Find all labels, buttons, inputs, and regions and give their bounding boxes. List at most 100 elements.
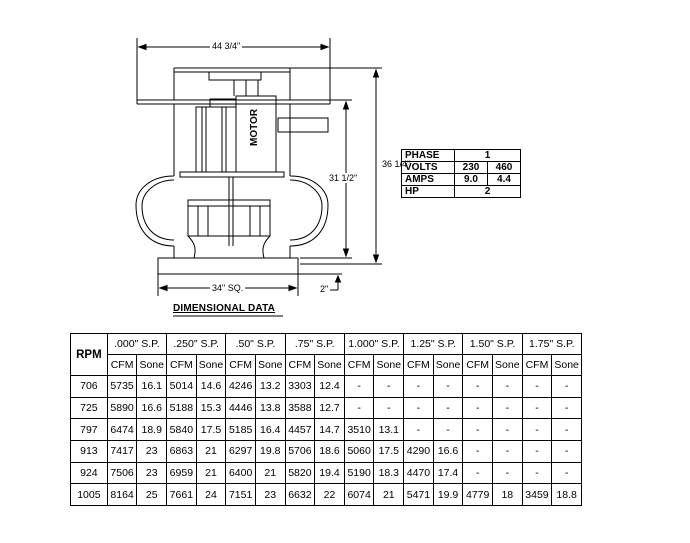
sone-cell: 19.9	[432, 483, 464, 506]
hp-label: HP	[401, 185, 455, 198]
pressure-header: 1.25" S.P.	[403, 333, 464, 355]
cfm-cell: 4779	[462, 483, 493, 506]
amps-value-2: 4.4	[487, 173, 521, 186]
sone-cell: 21	[195, 439, 227, 463]
fan-wheel	[187, 199, 271, 259]
rpm-cell: 725	[70, 396, 108, 420]
cfm-header: CFM	[343, 354, 375, 376]
sone-cell: 23	[254, 483, 286, 506]
electrical-data-table: PHASE 1 VOLTS 230 460 AMPS 9.0 4.4 HP 2	[401, 149, 521, 198]
sone-cell: 16.6	[136, 396, 168, 420]
hood-outline	[135, 67, 331, 247]
cfm-cell: 5190	[343, 461, 375, 485]
base-dimension-label: 34" SQ.	[210, 283, 246, 293]
cfm-cell: -	[521, 396, 553, 420]
rpm-cell: 924	[70, 461, 108, 485]
cfm-cell: -	[521, 461, 553, 485]
sone-cell: -	[551, 396, 582, 420]
sone-cell: 15.3	[195, 396, 227, 420]
rpm-header: RPM	[70, 333, 108, 376]
cfm-cell: -	[403, 418, 434, 441]
cfm-cell: -	[343, 396, 375, 420]
amps-value-1: 9.0	[454, 173, 488, 186]
sone-cell: 18	[492, 483, 523, 506]
pressure-header: .50" S.P.	[225, 333, 286, 355]
pressure-header: .250" S.P.	[166, 333, 227, 355]
height-dimension-line	[290, 67, 382, 265]
sone-cell: -	[551, 439, 582, 463]
amps-label: AMPS	[401, 173, 455, 186]
sone-cell: 18.8	[551, 483, 582, 506]
cfm-cell: 6474	[106, 418, 138, 441]
cfm-cell: -	[462, 439, 493, 463]
amps-row: AMPS 9.0 4.4	[401, 173, 521, 186]
cfm-cell: 4457	[284, 418, 316, 441]
cfm-cell: -	[343, 375, 375, 398]
cfm-cell: -	[403, 375, 434, 398]
sone-header: Sone	[136, 354, 168, 376]
sone-cell: 16.1	[136, 375, 168, 398]
sone-cell: 22	[314, 483, 345, 506]
sone-cell: -	[492, 375, 523, 398]
sone-header: Sone	[195, 354, 227, 376]
cfm-cell: 4470	[403, 461, 434, 485]
sone-cell: 12.7	[314, 396, 345, 420]
sone-cell: 16.4	[254, 418, 286, 441]
sone-cell: 13.8	[254, 396, 286, 420]
pressure-header: 1.75" S.P.	[521, 333, 583, 355]
sone-cell: 21	[373, 483, 405, 506]
cfm-cell: 6400	[225, 461, 256, 485]
cfm-cell: 5471	[403, 483, 434, 506]
sone-cell: 23	[136, 461, 168, 485]
sone-cell: 17.4	[432, 461, 464, 485]
cfm-cell: 5014	[166, 375, 197, 398]
sone-cell: -	[551, 375, 582, 398]
sone-cell: -	[492, 396, 523, 420]
sone-cell: 13.2	[254, 375, 286, 398]
sone-cell: 19.8	[254, 439, 286, 463]
cfm-cell: -	[462, 396, 493, 420]
cfm-cell: 7661	[166, 483, 197, 506]
sone-cell: 17.5	[195, 418, 227, 441]
cfm-cell: -	[462, 418, 493, 441]
sone-cell: 21	[254, 461, 286, 485]
cfm-cell: 3303	[284, 375, 316, 398]
sone-cell: -	[432, 396, 464, 420]
sone-cell: 21	[195, 461, 227, 485]
cfm-cell: 5706	[284, 439, 316, 463]
pressure-header: .000" S.P.	[106, 333, 168, 355]
dimensional-data-caption: DIMENSIONAL DATA	[173, 303, 276, 314]
performance-table: RPM .000" S.P. .250" S.P. .50" S.P. .75"…	[70, 333, 583, 506]
pressure-header: .75" S.P.	[284, 333, 345, 355]
sone-cell: 14.7	[314, 418, 345, 441]
cfm-cell: 4290	[403, 439, 434, 463]
cfm-cell: -	[521, 418, 553, 441]
motor-label: MOTOR	[249, 108, 260, 146]
offset-dimension-line	[298, 273, 342, 291]
rpm-cell: 706	[70, 375, 108, 398]
rpm-cell: 797	[70, 418, 108, 441]
cfm-cell: 6959	[166, 461, 197, 485]
cfm-cell: 4246	[225, 375, 256, 398]
width-dimension-label: 44 3/4"	[210, 41, 243, 51]
sone-cell: -	[432, 418, 464, 441]
phase-value: 1	[454, 149, 521, 162]
cfm-header: CFM	[166, 354, 197, 376]
cfm-cell: 7417	[106, 439, 138, 463]
cfm-header: CFM	[462, 354, 493, 376]
volts-value-1: 230	[454, 161, 488, 174]
sone-header: Sone	[254, 354, 286, 376]
sone-cell: -	[373, 396, 405, 420]
motor-assembly	[179, 71, 329, 246]
cfm-cell: 6632	[284, 483, 316, 506]
sone-cell: 17.5	[373, 439, 405, 463]
sone-header: Sone	[492, 354, 523, 376]
sone-cell: 16.6	[432, 439, 464, 463]
sone-header: Sone	[314, 354, 345, 376]
cfm-cell: 3588	[284, 396, 316, 420]
